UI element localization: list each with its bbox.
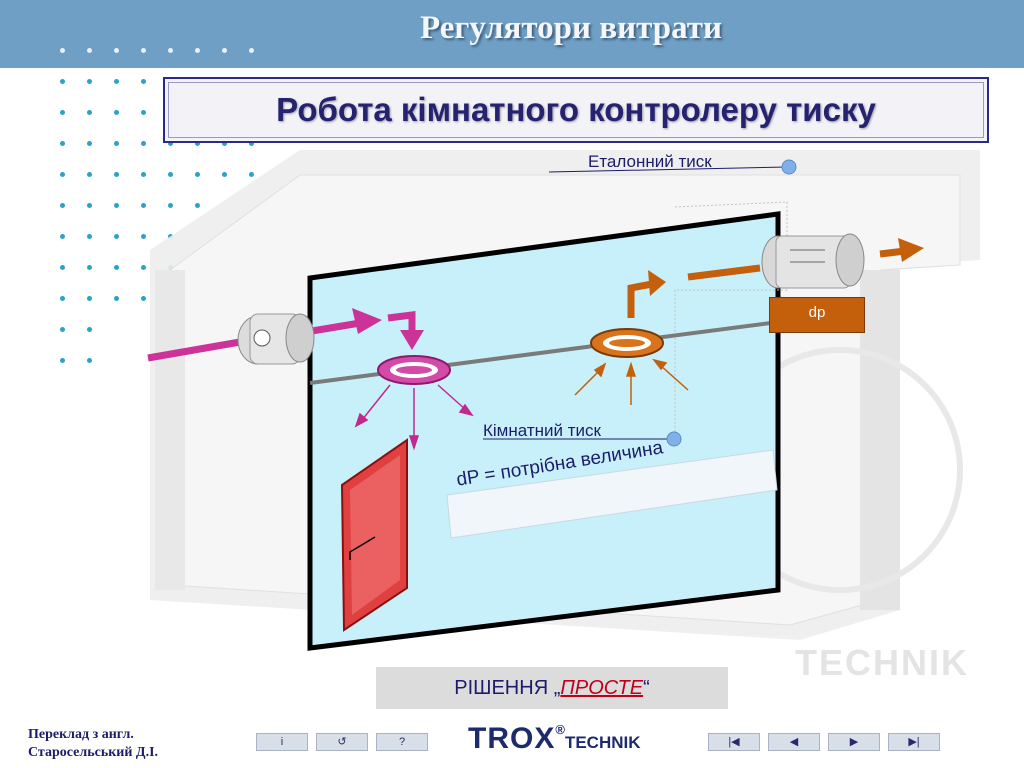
decorative-dot <box>141 110 146 115</box>
slide-subtitle: Робота кімнатного контролеру тиску <box>276 91 876 128</box>
control-signal-arrow <box>627 270 666 318</box>
header-bar: Регулятори витрати <box>0 0 1024 68</box>
decorative-dot <box>60 79 65 84</box>
decorative-dot <box>114 172 119 177</box>
reference-sensor-icon <box>590 328 664 358</box>
decorative-dot <box>87 265 92 270</box>
reference-pressure-pointer <box>548 159 797 175</box>
decorative-dot <box>87 141 92 146</box>
slide-title: Регулятори витрати <box>420 10 722 46</box>
logo-main: TROX <box>468 722 556 755</box>
decorative-dot <box>87 234 92 239</box>
solution-prefix: РІШЕННЯ „ <box>454 677 561 699</box>
help-button[interactable]: ? <box>376 733 428 751</box>
reference-guide-line <box>674 201 788 440</box>
decorative-dot <box>168 203 173 208</box>
decorative-dot <box>195 48 200 53</box>
decorative-dot <box>195 141 200 146</box>
decorative-dot <box>114 265 119 270</box>
decorative-dot <box>114 79 119 84</box>
decorative-dot <box>87 296 92 301</box>
decorative-dot <box>87 203 92 208</box>
decorative-dot <box>114 203 119 208</box>
decorative-dot <box>87 327 92 332</box>
decorative-dot <box>249 48 254 53</box>
formula-box <box>446 449 778 539</box>
first-slide-button[interactable]: |◀ <box>708 733 760 751</box>
credit-line-2: Старосельський Д.І. <box>28 745 159 760</box>
decorative-dot <box>60 48 65 53</box>
decorative-dot <box>60 265 65 270</box>
decorative-dot <box>87 79 92 84</box>
decorative-dot <box>114 110 119 115</box>
decorative-dot <box>222 48 227 53</box>
room-pressure-arrows <box>354 384 474 451</box>
decorative-dot <box>60 172 65 177</box>
room-pressure-pointer <box>483 431 682 447</box>
decorative-dot <box>60 110 65 115</box>
watermark-text: TECHNIK <box>795 642 969 683</box>
back-button[interactable]: ↺ <box>316 733 368 751</box>
decorative-dot <box>222 172 227 177</box>
solution-banner: РІШЕННЯ „ПРОСТЕ“ <box>376 667 728 709</box>
decorative-dot <box>141 203 146 208</box>
decorative-dot <box>60 141 65 146</box>
subtitle-box: Робота кімнатного контролеру тиску <box>163 77 989 143</box>
decorative-dot <box>249 172 254 177</box>
outlet-valve-icon <box>761 233 865 289</box>
solution-emphasis: ПРОСТЕ <box>560 677 644 699</box>
decorative-dot <box>87 110 92 115</box>
next-slide-button[interactable]: ▶ <box>828 733 880 751</box>
decorative-dot <box>141 141 146 146</box>
logo-sub: TECHNIK <box>564 733 641 752</box>
decorative-dot <box>87 48 92 53</box>
translation-credit: Переклад з англ. Старосельський Д.І. <box>28 726 158 762</box>
decorative-dot <box>168 48 173 53</box>
door-icon <box>340 438 408 632</box>
decorative-dot <box>60 296 65 301</box>
last-slide-button[interactable]: ▶| <box>888 733 940 751</box>
solution-suffix: “ <box>643 677 650 699</box>
decorative-dot <box>168 172 173 177</box>
reference-pressure-label: Еталонний тиск <box>588 152 712 171</box>
decorative-dot <box>141 296 146 301</box>
decorative-dot <box>249 141 254 146</box>
outflow-arrow <box>687 238 924 281</box>
inlet-valve-icon <box>237 313 315 365</box>
reference-pressure-arrows <box>574 358 689 405</box>
dp-label: dp <box>769 297 865 333</box>
room-pressure-label: Кімнатний тиск <box>483 421 601 440</box>
decorative-dot <box>60 234 65 239</box>
decorative-dot <box>114 141 119 146</box>
decorative-dot <box>195 172 200 177</box>
decorative-dot <box>141 172 146 177</box>
trox-logo: TROX®TECHNIK <box>468 722 641 756</box>
decorative-dot <box>141 234 146 239</box>
decorative-dot <box>114 296 119 301</box>
decorative-dot <box>60 358 65 363</box>
decorative-dot <box>222 141 227 146</box>
decorative-dot <box>60 203 65 208</box>
decorative-dot <box>141 265 146 270</box>
logo-reg: ® <box>555 722 565 737</box>
decorative-dot <box>141 48 146 53</box>
decorative-dot <box>87 172 92 177</box>
decorative-dot <box>114 234 119 239</box>
credit-line-1: Переклад з англ. <box>28 727 134 742</box>
decorative-dot <box>168 141 173 146</box>
prev-slide-button[interactable]: ◀ <box>768 733 820 751</box>
decorative-dot <box>87 358 92 363</box>
decorative-dot <box>114 48 119 53</box>
decorative-dot <box>60 327 65 332</box>
decorative-dot <box>195 203 200 208</box>
room-sensor-icon <box>377 355 451 385</box>
info-button[interactable]: i <box>256 733 308 751</box>
decorative-dot <box>141 79 146 84</box>
room-panel <box>307 211 781 651</box>
